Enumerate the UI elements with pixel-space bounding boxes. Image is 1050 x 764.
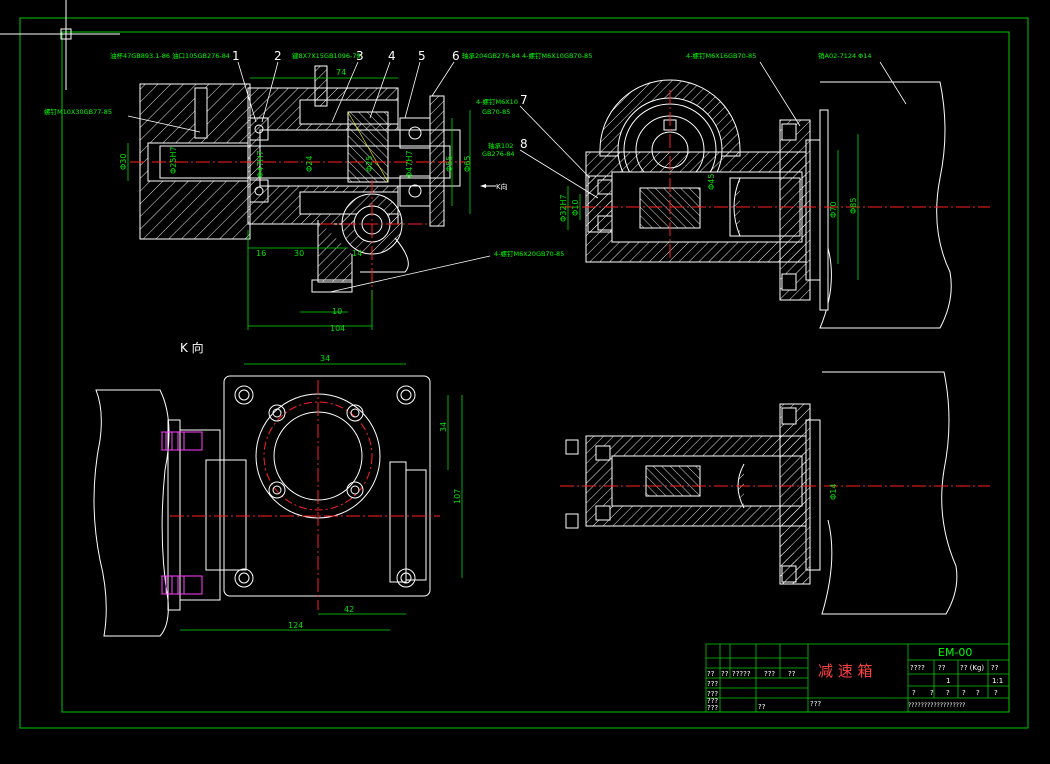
balloon-3: 3 [356, 49, 364, 63]
tb-r3-5: ? [976, 689, 980, 697]
dim-14: 14 [352, 249, 362, 258]
dim-42: 42 [344, 605, 354, 614]
tb-header-2: ?? [938, 664, 946, 672]
callout-bearing-102-a: 轴承102 [488, 141, 513, 150]
side-view-dimensions [567, 134, 859, 280]
dim-phi45: Φ45 [707, 174, 716, 190]
balloon-7: 7 [520, 93, 528, 107]
dim-104: 104 [330, 324, 345, 333]
callout-bearing-102-b: GB276-84 [482, 150, 515, 158]
tb-r3-4: ? [962, 689, 966, 697]
dim-30: 30 [294, 249, 304, 258]
k-arrow-label: K向 [496, 182, 508, 191]
dim-phi25h7: Φ25H7 [169, 146, 178, 174]
tb-left-top-3: ????? [732, 670, 751, 678]
dim-phi85: Φ85 [849, 198, 858, 214]
callout-screw-m6x16: 4-螺钉M6X16GB70-85 [686, 51, 756, 60]
main-view-dimensions [127, 77, 471, 330]
dim-phi30: Φ30 [119, 154, 128, 170]
tb-header-1: ???? [910, 664, 925, 672]
tb-left-top-2: ?? [721, 670, 729, 678]
tb-left-1: ??? [707, 680, 718, 688]
tb-left-4: ??? [707, 704, 718, 712]
side-view-dim-text: Φ70 Φ85 Φ32H7 Φ10 Φ45 [559, 174, 858, 222]
tb-quantity: 1 [946, 677, 950, 685]
tb-r3-1: ? [912, 689, 916, 697]
dim-phi47h7-b: Φ47H7 [405, 150, 414, 178]
balloon-5: 5 [418, 49, 426, 63]
tb-scale: 1:1 [992, 677, 1003, 685]
main-section-view [130, 65, 470, 300]
tb-r3-6: ? [994, 689, 998, 697]
dim-74: 74 [336, 68, 346, 77]
dim-107: 107 [453, 489, 462, 504]
balloon-8: 8 [520, 137, 528, 151]
callout-bearing-204: 轴承204GB276-84 4-螺钉M6X10GB70-85 [462, 51, 592, 60]
partial-section-view [560, 371, 990, 615]
callout-oil-cup: 油杯47GB893.1-86 油口105GB276-84 [110, 51, 230, 60]
callout-screw-m6x10-a: 4-螺钉M6X10 [476, 97, 518, 106]
k-direction-arrow: K向 [480, 182, 508, 191]
side-section-view [560, 79, 990, 329]
balloon-2: 2 [274, 49, 282, 63]
balloon-4: 4 [388, 49, 396, 63]
balloon-1: 1 [232, 49, 240, 63]
dim-124: 124 [288, 621, 303, 630]
tb-sign-2: ??? [810, 700, 821, 708]
dim-34-top: 34 [320, 354, 330, 363]
callout-screw-m10: 螺钉M10X30GB77-85 [44, 107, 112, 116]
dim-16: 16 [256, 249, 266, 258]
drawing-title: 减 速 箱 [818, 662, 873, 680]
tb-r3-3: ? [946, 689, 950, 697]
callout-texts: 油杯47GB893.1-86 油口105GB276-84 键8X7X15GB10… [44, 51, 872, 258]
tb-r4: ?????????????????? [908, 702, 965, 709]
part-balloons: 1 2 3 4 5 6 7 8 [232, 49, 528, 151]
dim-phi65: Φ65 [463, 156, 472, 172]
callout-key: 键8X7X15GB1096-79 [292, 51, 361, 60]
dim-phi14: Φ14 [829, 484, 838, 500]
tb-sign-1: ?? [758, 703, 766, 711]
dim-phi24: Φ24 [305, 156, 314, 172]
dim-phi25: Φ25 [365, 156, 374, 172]
main-view-dim-text: 74 16 30 14 10 104 Φ30 Φ25H7 Φ47H7 Φ24 Φ… [119, 68, 472, 333]
tb-left-2: ??? [707, 690, 718, 698]
tb-left-top-1: ?? [707, 670, 715, 678]
k-view [93, 375, 440, 637]
tb-header-4: ?? [991, 664, 999, 672]
k-view-dim-text: 34 34 107 42 124 [288, 354, 462, 630]
k-view-dimensions [180, 363, 463, 631]
tb-header-3: ?? (Kg) [960, 664, 984, 672]
tb-left-top-5: ?? [788, 670, 796, 678]
callout-screw-m6x10-b: GB70-85 [482, 108, 510, 116]
dim-phi70: Φ70 [829, 202, 838, 218]
dim-34-side: 34 [439, 422, 448, 432]
crosshair-cursor [0, 0, 120, 90]
callout-pin: 销A02-7124 Φ14 [818, 51, 872, 60]
tb-left-3: ??? [707, 697, 718, 705]
tb-r3-2: ? [930, 689, 934, 697]
dim-phi55: Φ55 [445, 156, 454, 172]
drawing-number: EM-00 [938, 646, 972, 659]
balloon-6: 6 [452, 49, 460, 63]
dim-phi10: Φ10 [571, 200, 580, 216]
dim-phi47h7-a: Φ47H7 [256, 150, 265, 178]
dim-phi32h7: Φ32H7 [559, 194, 568, 222]
callout-screw-m6x20: 4-螺钉M6X20GB70-85 [494, 249, 564, 258]
leader-lines [127, 61, 907, 293]
drawing-frame [19, 17, 1029, 729]
tb-left-top-4: ??? [764, 670, 775, 678]
title-block-text: EM-00 减 速 箱 ???? ?? ?? (Kg) ?? 1 1:1 ? ?… [707, 646, 1003, 712]
title-block [705, 643, 1010, 713]
dim-10: 10 [332, 307, 342, 316]
k-view-label: K 向 [180, 340, 204, 355]
